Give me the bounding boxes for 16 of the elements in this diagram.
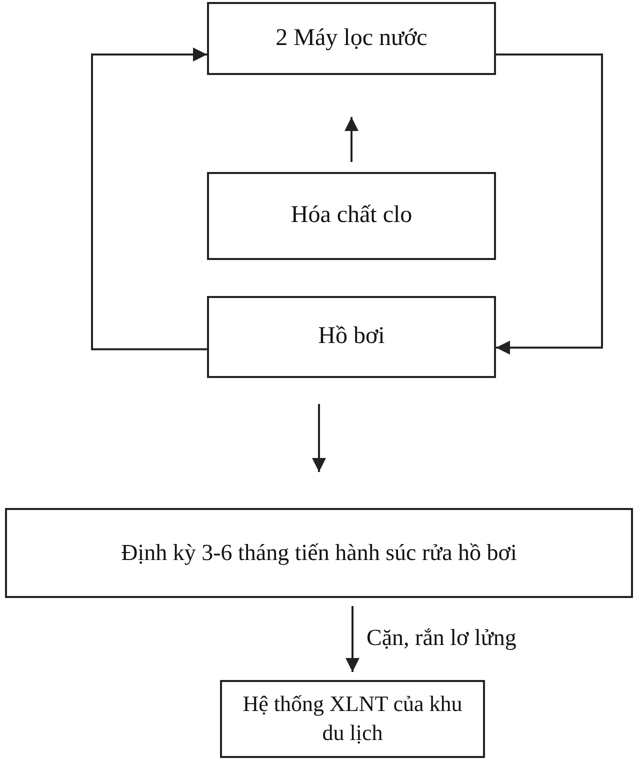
process-box: [207, 2, 496, 75]
arrow: [91, 48, 207, 350]
process-box: [5, 508, 633, 598]
arrow: [346, 606, 360, 672]
box-text: Định kỳ 3-6 tháng tiến hành súc rửa hồ bơi: [121, 539, 517, 568]
process-box: [207, 172, 496, 260]
edge-label: Cặn, rắn lơ lửng: [364, 625, 518, 651]
box-text: Hồ bơi: [318, 322, 385, 352]
process-box: [207, 296, 496, 378]
arrow: [344, 117, 358, 162]
arrow: [312, 404, 326, 472]
box-text: 2 Máy lọc nước: [276, 24, 428, 53]
process-box: [220, 680, 485, 758]
box-text: Hóa chất clo: [290, 201, 412, 230]
box-text: Hệ thống XLNT của khu du lịch: [242, 690, 464, 747]
arrow: [496, 54, 603, 355]
